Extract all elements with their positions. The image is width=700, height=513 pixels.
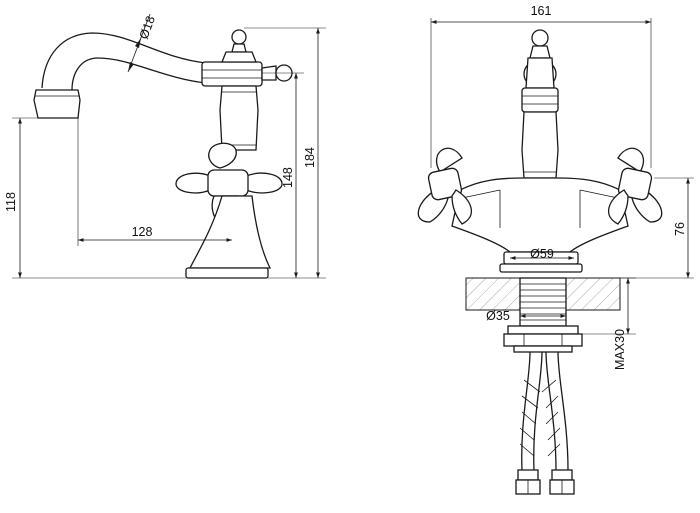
- front-left-handle: [417, 147, 472, 225]
- dim-width-total: 161: [531, 4, 552, 18]
- dim-line-128: [77, 118, 232, 246]
- front-right-handle: [608, 147, 663, 225]
- dim-spout-reach: 128: [132, 225, 153, 239]
- dim-height-total: 184: [303, 147, 317, 168]
- dim-line-118: [12, 117, 186, 279]
- front-upper-body: [521, 29, 559, 179]
- dim-height-spout: 118: [4, 192, 18, 212]
- braided-hoses: [515, 351, 575, 495]
- dim-line-max30: [582, 277, 636, 335]
- dim-line-148: [262, 72, 326, 279]
- dim-base-diameter: Ø59: [530, 247, 554, 261]
- spout-diameter-leader: [127, 13, 151, 73]
- dim-max-thickness: MAX30: [613, 329, 627, 370]
- body-column: [219, 85, 259, 151]
- body-top: [201, 29, 293, 87]
- dim-spout-diameter: Ø18: [137, 14, 158, 41]
- front-view: 161: [417, 4, 694, 495]
- dim-line-184: [244, 27, 326, 278]
- dim-line-161: [430, 18, 652, 168]
- body-base: [185, 195, 272, 279]
- dim-thread-diameter: Ø35: [486, 309, 510, 323]
- threaded-shank: [519, 277, 567, 327]
- side-view: Ø18: [4, 13, 326, 279]
- dim-handle-height: 76: [673, 222, 687, 236]
- dim-height-handle: 148: [281, 167, 295, 188]
- front-body-arms: [451, 177, 629, 253]
- mounting-nut: [503, 325, 583, 353]
- front-base: [499, 251, 583, 273]
- spout: [33, 32, 207, 119]
